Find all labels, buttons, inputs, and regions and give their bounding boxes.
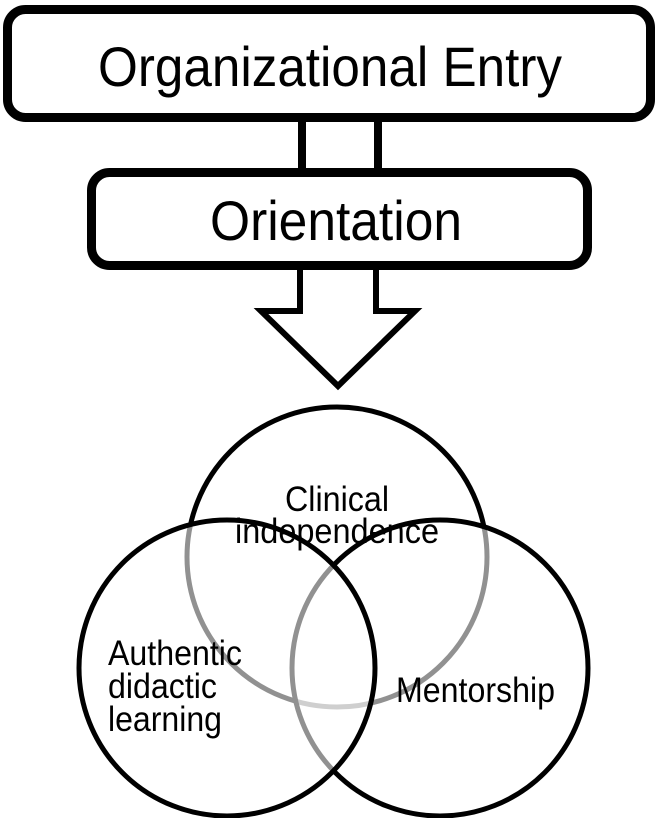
venn-diagram: Clinical independence Authentic didactic… [76,404,591,818]
label-mentorship: Mentorship [396,671,555,710]
down-arrow [253,263,423,391]
connector-box1-box2 [298,115,382,175]
organizational-entry-label: Organizational Entry [98,35,562,98]
orientation-label: Orientation [210,189,462,252]
orientation-box [87,168,592,270]
circle-authentic-didactic-learning [76,517,378,818]
authentic-line: Authentic [108,634,242,673]
label-authentic-didactic-learning: Authentic didactic learning [108,634,242,739]
mentorship-line: Mentorship [396,671,555,710]
clinical-independence-line1: Clinical [285,480,389,519]
label-clinical-independence: Clinical independence [235,480,439,551]
learning-line: learning [108,700,222,739]
organizational-entry-box [3,5,655,122]
clinical-independence-line2: independence [235,512,439,551]
didactic-line: didactic [108,667,217,706]
